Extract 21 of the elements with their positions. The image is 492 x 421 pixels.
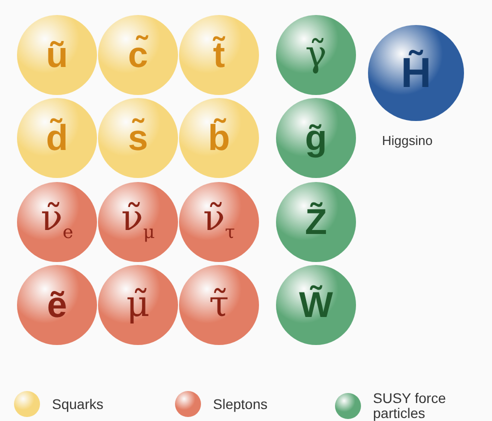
particle-symbol: ν̃$_{τ}$ xyxy=(203,201,235,243)
particle-symbol: μ̃ xyxy=(126,287,150,323)
particle-symbol: τ̃ xyxy=(209,287,229,323)
particle-symbol: Z̃ xyxy=(305,204,327,240)
particle-symbol: g̃ xyxy=(305,120,327,156)
particle-symbol: H̃ xyxy=(400,52,432,94)
particle-symbol: ν̃$_{e}$ xyxy=(40,201,74,243)
particle-symbol: s̃ xyxy=(128,120,148,156)
particle-symbol: ẽ xyxy=(46,287,68,323)
particle-symbol: ũ xyxy=(46,37,68,73)
particle-symbol: W̃ xyxy=(299,287,333,323)
particle-symbol: c̃ xyxy=(128,37,148,73)
particle-symbol: t̃ xyxy=(213,37,225,73)
legend-label: Sleptons xyxy=(213,396,268,412)
particle-name: Higgsino xyxy=(382,133,433,148)
particle-symbol: b̃ xyxy=(208,120,230,156)
particle-symbol: ν̃$_{μ}$ xyxy=(121,201,155,243)
legend-label: SUSY force particles xyxy=(373,391,447,420)
particle-symbol: d̃ xyxy=(46,120,68,156)
legend-label: Squarks xyxy=(52,396,104,412)
particle-symbol: γ̃ xyxy=(305,37,327,73)
